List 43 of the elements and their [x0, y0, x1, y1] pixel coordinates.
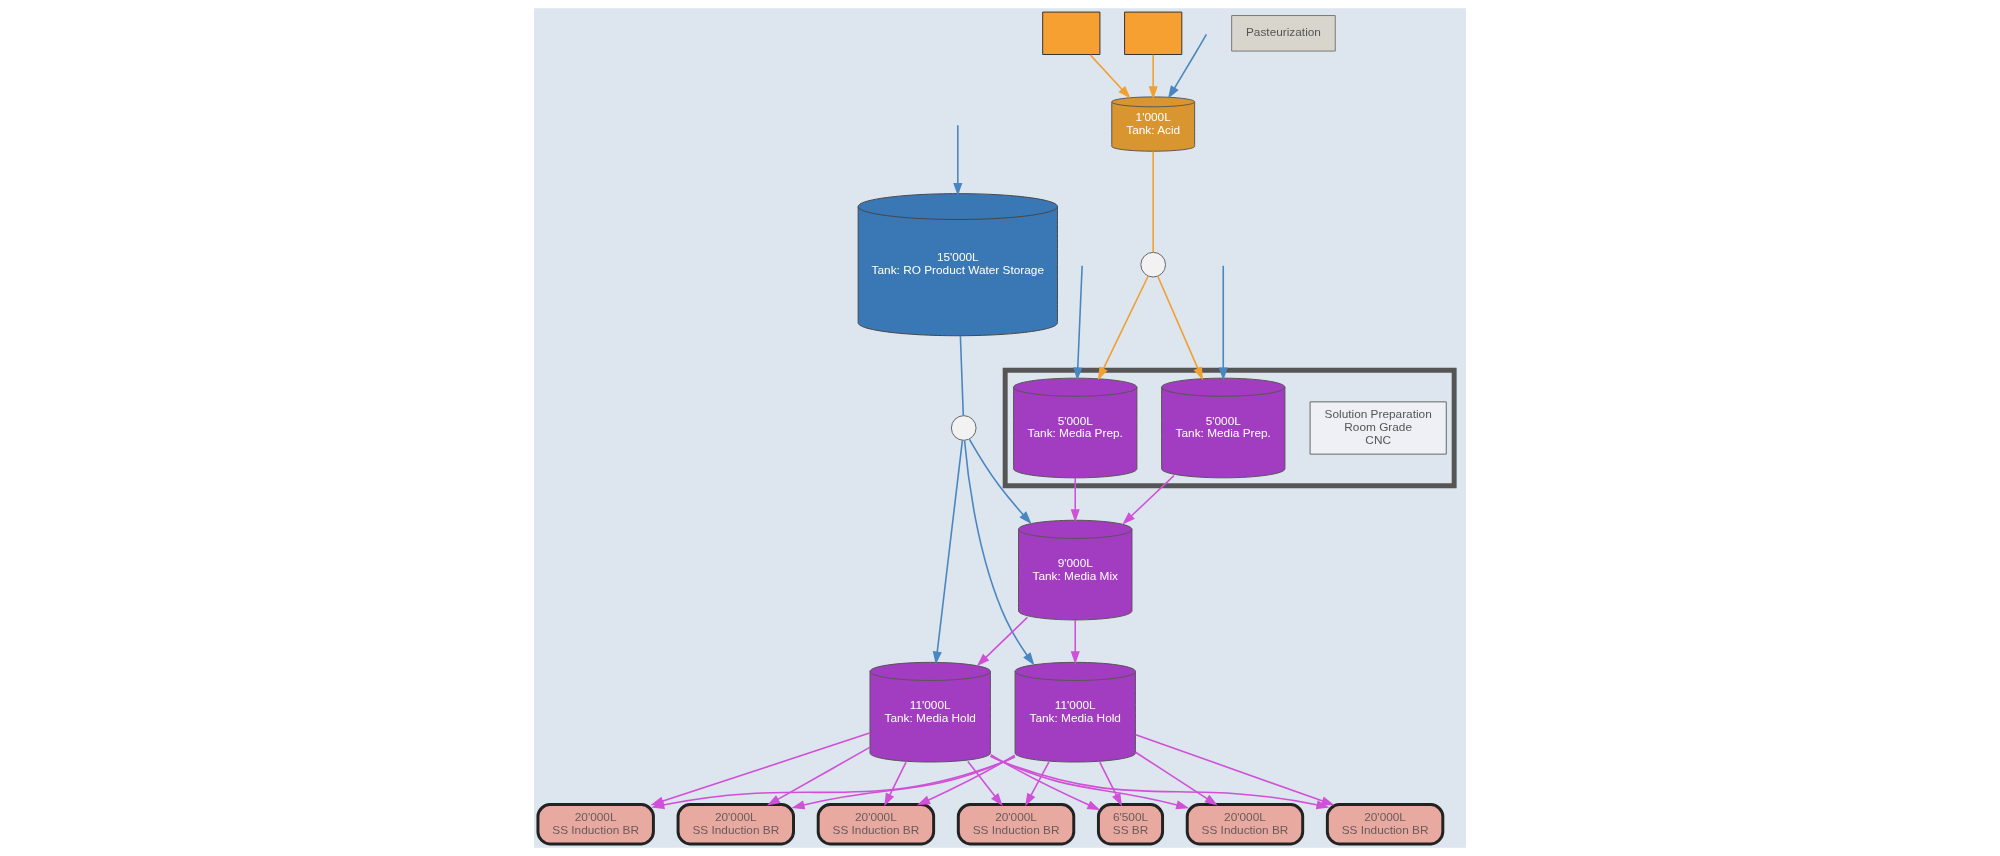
arrow — [1168, 33, 1208, 99]
arrow — [1099, 761, 1123, 807]
arrow — [953, 124, 963, 196]
arrow — [1025, 761, 1050, 807]
node-box: 20'000L SS Induction BR — [536, 802, 655, 846]
arrow — [1122, 474, 1175, 525]
node-box — [1124, 11, 1183, 55]
node-box: 20'000L SS Induction BR — [1185, 802, 1305, 846]
connector — [1152, 150, 1154, 253]
arrow — [1134, 751, 1218, 806]
arrow — [884, 761, 907, 807]
arrow — [1134, 733, 1335, 806]
arrow — [968, 438, 1032, 525]
arrow — [1148, 54, 1158, 100]
node-box: 20'000L SS Induction BR — [816, 802, 936, 846]
arrow — [1218, 265, 1228, 381]
arrow — [989, 755, 1330, 810]
node-circle — [1140, 251, 1167, 278]
arrow — [1073, 265, 1083, 381]
arrow — [989, 753, 1101, 811]
arrow — [1070, 477, 1080, 523]
node-box — [1042, 11, 1101, 55]
arrow — [766, 746, 871, 806]
arrow — [967, 760, 1003, 807]
connector — [959, 335, 965, 417]
arrow — [1089, 54, 1131, 99]
node-box: 20'000L SS Induction BR — [956, 802, 1076, 846]
arrow — [963, 439, 1035, 666]
arrow — [916, 754, 1016, 806]
arrow — [1157, 275, 1203, 381]
arrow — [791, 755, 1016, 810]
arrow — [1070, 619, 1080, 665]
arrow — [1097, 275, 1149, 381]
arrow — [932, 439, 964, 665]
node-box: 20'000L SS Induction BR — [1325, 802, 1445, 846]
arrow — [976, 616, 1029, 667]
node-circle — [950, 415, 977, 441]
arrow — [989, 755, 1190, 810]
node-box: Solution Preparation Room Grade CNC — [1309, 401, 1447, 455]
arrow — [650, 732, 871, 806]
node-box: 6'500L SS BR — [1096, 802, 1165, 846]
node-box: 20'000L SS Induction BR — [676, 802, 795, 846]
node-box: Pasteurization — [1231, 15, 1336, 52]
